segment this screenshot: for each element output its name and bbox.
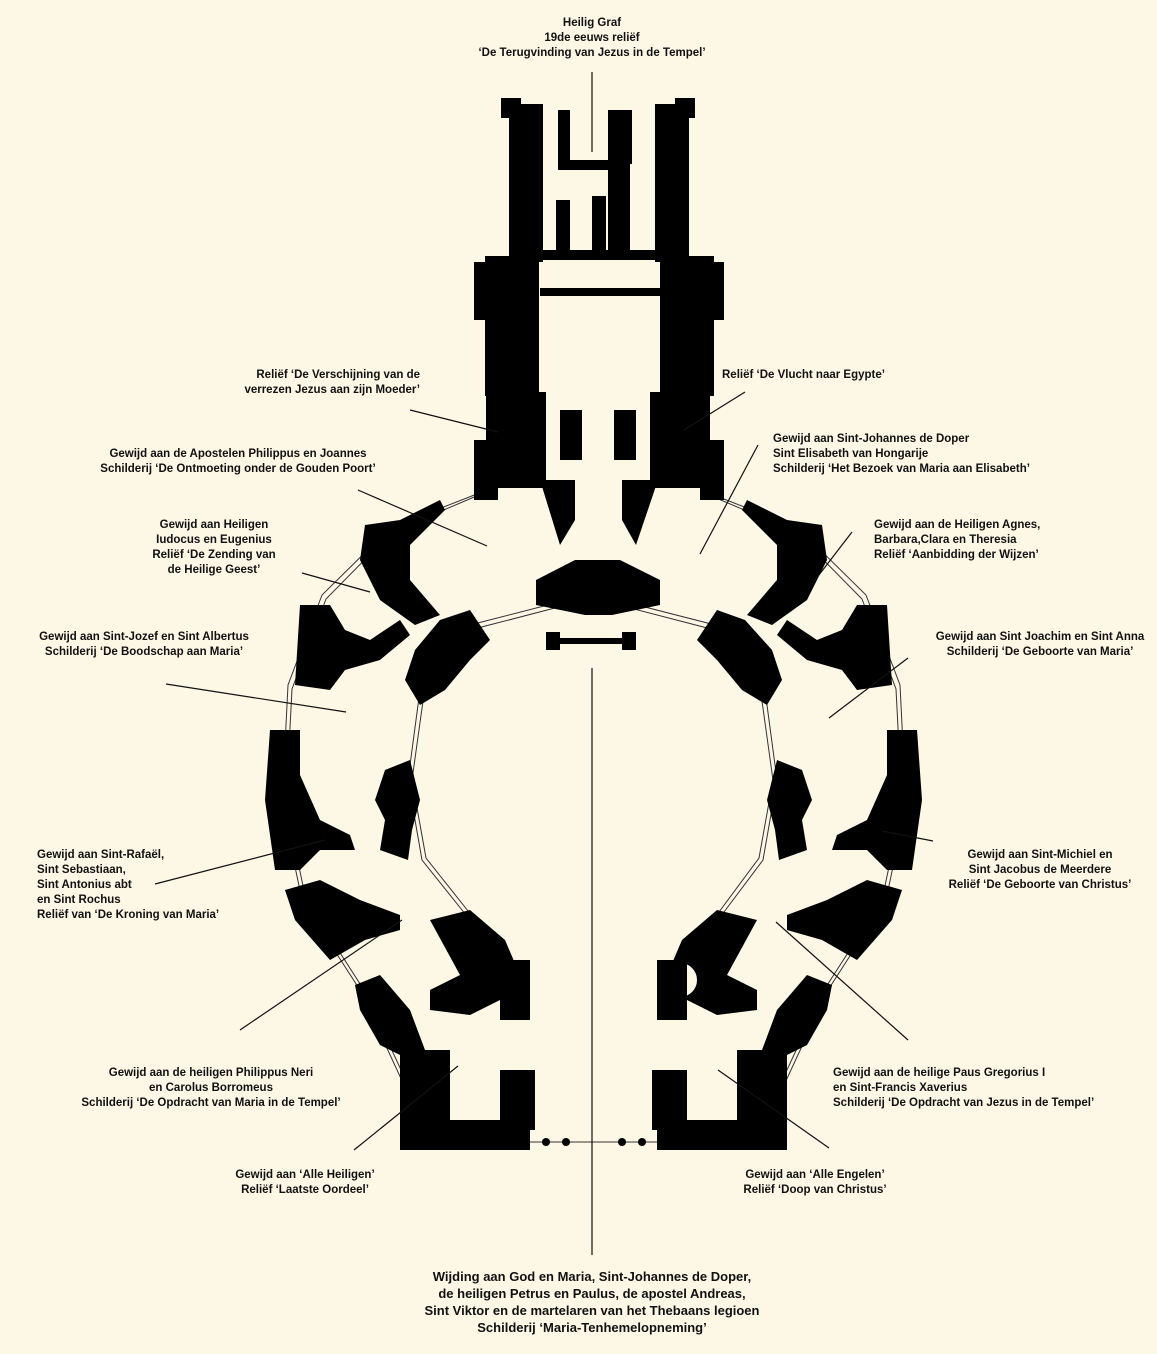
label-line: Gewijd aan de Heiligen Agnes, [874,519,1041,531]
label-line: en Carolus Borromeus [149,1082,273,1094]
tower-walls [474,98,724,545]
label-alle-engelen: Gewijd aan ‘Alle Engelen’ Reliëf ‘Doop v… [743,1168,886,1198]
label-line: Sint Jacobus de Meerdere [968,864,1112,876]
label-line: Reliëf ‘De Vlucht naar Egypte’ [722,369,885,381]
label-gregorius: Gewijd aan de heilige Paus Gregorius I e… [833,1066,1094,1111]
label-line: Reliëf ‘De Geboorte van Christus’ [948,879,1132,891]
label-line: Schilderij ‘De Geboorte van Maria’ [946,646,1134,658]
label-line: Iudocus en Eugenius [156,534,272,546]
label-line: 19de eeuws reliëf [544,32,640,44]
label-jozef: Gewijd aan Sint-Jozef en Sint Albertus S… [39,630,249,660]
label-line: Gewijd aan de heiligen Philippus Neri [108,1067,314,1079]
label-michiel: Gewijd aan Sint-Michiel en Sint Jacobus … [949,848,1132,893]
label-line: Sint Elisabeth van Hongarije [773,448,929,460]
label-alle-heiligen: Gewijd aan ‘Alle Heiligen’ Reliëf ‘Laats… [235,1168,374,1198]
label-line: Gewijd aan Sint-Michiel en [967,849,1113,861]
label-line: Barbara,Clara en Theresia [874,534,1017,546]
label-iudocus: Gewijd aan Heiligen Iudocus en Eugenius … [152,518,275,578]
entrance-columns [542,1138,646,1146]
label-line: Gewijd aan Heiligen [159,519,269,531]
label-heilig-graf: Heilig Graf 19de eeuws reliëf ‘De Terugv… [478,16,705,61]
label-philippus-neri: Gewijd aan de heiligen Philippus Neri en… [81,1066,340,1111]
label-line: Schilderij ‘De Opdracht van Jezus in de … [833,1097,1095,1109]
label-line: Sint Antonius abt [37,879,132,891]
label-rafael: Gewijd aan Sint-Rafaël, Sint Sebastiaan,… [37,848,219,923]
label-vlucht-egypte: Reliëf ‘De Vlucht naar Egypte’ [722,368,885,383]
label-line: Reliëf ‘Laatste Oordeel’ [241,1184,369,1196]
label-line: Wijding aan God en Maria, Sint-Johannes … [432,1269,752,1284]
label-line: Gewijd aan Sint Joachim en Sint Anna [935,631,1145,643]
label-line: Reliëf ‘De Verschijning van de [256,369,420,381]
altar [536,560,660,650]
label-line: Schilderij ‘Het Bezoek van Maria aan Eli… [773,463,1030,475]
label-johannes-doper: Gewijd aan Sint-Johannes de Doper Sint E… [773,432,1030,477]
label-line: Sint Sebastiaan, [37,864,126,876]
label-line: Schilderij ‘De Opdracht van Maria in de … [81,1097,341,1109]
leader-lines [154,72,934,1255]
label-verschijning: Reliëf ‘De Verschijning van de verrezen … [230,368,420,398]
inner-piers [375,610,812,1015]
label-line: en Sint Rochus [37,894,121,906]
label-joachim: Gewijd aan Sint Joachim en Sint Anna Sch… [936,630,1145,660]
label-line: Reliëf ‘Aanbidding der Wijzen’ [874,549,1039,561]
label-line: Gewijd aan de heilige Paus Gregorius I [833,1067,1046,1079]
label-line: en Sint-Francis Xaverius [833,1082,968,1094]
label-line: Schilderij ‘De Boodschap aan Maria’ [44,646,244,658]
label-line: ‘De Terugvinding van Jezus in de Tempel’ [478,47,706,59]
label-line: Heilig Graf [562,17,622,29]
label-line: Gewijd aan Sint-Jozef en Sint Albertus [39,631,249,643]
label-line: Gewijd aan ‘Alle Engelen’ [745,1169,885,1181]
label-line: de heiligen Petrus en Paulus, de apostel… [438,1286,746,1301]
label-line: Gewijd aan ‘Alle Heiligen’ [235,1169,375,1181]
label-line: Reliëf ‘De Zending van [152,549,276,561]
label-line: Gewijd aan Sint-Rafaël, [37,849,165,861]
label-line: Gewijd aan de Apostelen Philippus en Joa… [109,448,367,460]
label-line: Schilderij ‘Maria-Tenhemelopneming’ [477,1320,707,1335]
label-main-dedication: Wijding aan God en Maria, Sint-Johannes … [425,1268,760,1336]
label-agnes: Gewijd aan de Heiligen Agnes, Barbara,Cl… [874,518,1040,563]
label-line: Reliëf van ‘De Kroning van Maria’ [37,909,220,921]
label-philippus-joannes: Gewijd aan de Apostelen Philippus en Joa… [100,447,375,477]
label-line: Gewijd aan Sint-Johannes de Doper [773,433,970,445]
label-line: Schilderij ‘De Ontmoeting onder de Goude… [100,463,376,475]
label-line: Reliëf ‘Doop van Christus’ [743,1184,887,1196]
label-line: verrezen Jezus aan zijn Moeder’ [244,384,420,396]
chapel-walls-left [265,500,535,1150]
label-line: Sint Viktor en de martelaren van het The… [424,1303,760,1318]
label-line: de Heilige Geest’ [167,564,261,576]
